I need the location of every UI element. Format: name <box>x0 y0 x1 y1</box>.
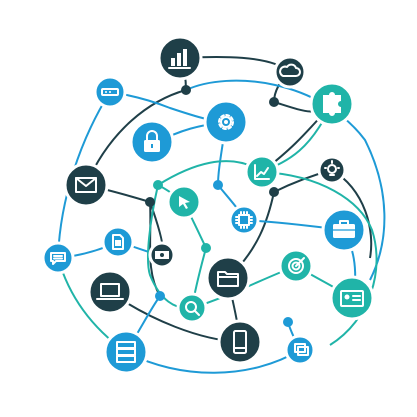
bar-chart-icon <box>168 49 191 69</box>
joint-dot <box>155 291 165 301</box>
node-trend <box>244 154 280 190</box>
lock-icon <box>144 130 160 152</box>
money-icon <box>155 251 169 259</box>
cloud-icon <box>279 63 301 77</box>
cursor-icon <box>179 196 190 209</box>
sim-card-icon <box>112 234 124 250</box>
node-lock <box>129 119 175 165</box>
node-bulb <box>317 155 347 185</box>
joint-dot <box>269 97 279 107</box>
joint-dot <box>145 197 155 207</box>
windows-icon <box>294 343 309 356</box>
target-icon <box>288 257 305 274</box>
node-folder <box>205 255 251 301</box>
lightbulb-icon <box>324 160 340 176</box>
chip-icon <box>235 211 253 229</box>
node-cursor <box>166 184 202 220</box>
chat-bubble-icon <box>50 252 66 265</box>
joint-dot <box>153 180 163 190</box>
node-chat <box>41 241 75 275</box>
node-windows <box>284 334 316 366</box>
node-laptop <box>87 269 133 315</box>
connection-dots <box>145 85 293 327</box>
joint-dot <box>213 180 223 190</box>
connector-line <box>147 184 193 310</box>
node-cloud <box>273 55 307 89</box>
icon-nodes <box>41 35 375 375</box>
connector-line <box>125 349 301 374</box>
joint-dot <box>269 187 279 197</box>
node-mail <box>63 162 109 208</box>
node-search <box>176 292 208 324</box>
magnifier-icon <box>185 301 200 316</box>
node-server <box>103 329 149 375</box>
laptop-icon <box>96 283 124 300</box>
node-chip <box>228 204 260 236</box>
node-phone <box>217 319 263 365</box>
node-money <box>148 241 176 269</box>
node-sim <box>101 225 135 259</box>
smartphone-icon <box>233 330 247 354</box>
gear-icon <box>218 114 234 130</box>
node-puzzle <box>309 81 355 127</box>
node-target <box>278 248 314 284</box>
node-briefcase <box>321 207 367 253</box>
joint-dot <box>201 243 211 253</box>
node-router <box>93 75 127 109</box>
node-gear <box>203 99 249 145</box>
briefcase-icon <box>333 220 355 238</box>
puzzle-icon <box>323 92 341 116</box>
joint-dot <box>181 85 191 95</box>
node-idcard <box>329 275 375 321</box>
folder-icon <box>217 271 239 287</box>
line-chart-icon <box>254 164 270 180</box>
id-card-icon <box>340 290 364 307</box>
envelope-icon <box>75 177 97 193</box>
joint-dot <box>283 317 293 327</box>
router-icon <box>101 88 119 96</box>
connector-line <box>185 79 386 281</box>
server-icon <box>116 341 136 363</box>
node-chart <box>157 35 203 81</box>
